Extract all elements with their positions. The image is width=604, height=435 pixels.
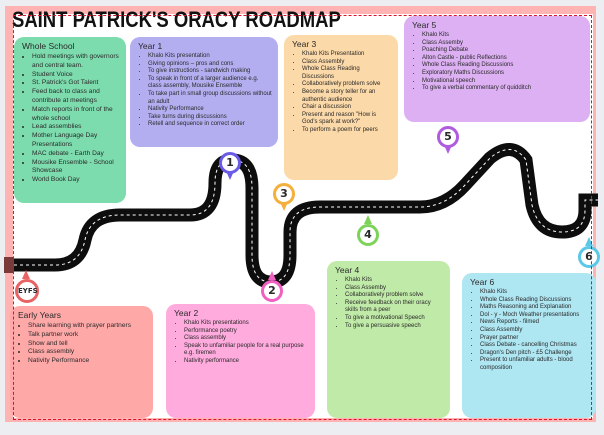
list-item: Match reports in front of the whole scho… bbox=[32, 106, 120, 124]
list-item: Exploratory Maths Discussions bbox=[422, 70, 584, 78]
list-item: Khalo Kits Presentation bbox=[302, 51, 392, 59]
list-item: Student Voice bbox=[32, 71, 120, 80]
list-item: To speak in front of a larger audience e… bbox=[148, 76, 272, 91]
section-list: Khalo Kits presentationsPerformance poet… bbox=[172, 320, 309, 366]
list-item: Nativity Performance bbox=[28, 357, 147, 366]
list-item: Talk partner work bbox=[28, 331, 147, 340]
list-item: To give a persuasive speech bbox=[345, 323, 444, 331]
list-item: Class Debate - cancelling Christmas bbox=[480, 342, 590, 350]
list-item: Motivational speech bbox=[422, 78, 584, 86]
pin-eyfs: EYFS bbox=[15, 270, 39, 303]
section-year4: Year 4 Khalo KitsClass AssembyCollaborati… bbox=[327, 261, 450, 418]
section-year1: Year 1 Khalo Kits presentationGiving opin… bbox=[130, 37, 278, 147]
pin-year6: 6 bbox=[578, 237, 600, 268]
section-title: Early Years bbox=[18, 310, 61, 320]
list-item: To give a motivational Speech bbox=[345, 315, 444, 323]
list-item: Maths Reasoning and Explanation bbox=[480, 304, 590, 312]
section-title: Year 5 bbox=[412, 20, 437, 30]
list-item: Collaboratively problem solve bbox=[345, 292, 444, 300]
list-item: Khalo Kits presentation bbox=[148, 53, 272, 61]
section-year2: Year 2 Khalo Kits presentationsPerformanc… bbox=[166, 304, 315, 418]
section-title: Whole School bbox=[22, 41, 75, 51]
section-whole-school: Whole SchoolHold meetings with governors… bbox=[14, 37, 126, 203]
list-item: Whole Class Reading Discussions bbox=[480, 297, 590, 305]
list-item: Take turns during discussions bbox=[148, 114, 272, 122]
list-item: Class Assembly bbox=[302, 59, 392, 67]
list-item: Khalo Kits presentations bbox=[184, 320, 309, 328]
list-item: To give a verbal commentary of quidditch bbox=[422, 85, 584, 93]
section-title: Year 6 bbox=[470, 277, 495, 287]
list-item: Class assembly bbox=[28, 348, 147, 357]
list-item: Performance poetry bbox=[184, 328, 309, 336]
section-list: Khalo Kits presentationGiving opinions –… bbox=[136, 53, 272, 129]
section-list: Hold meetings with governors and central… bbox=[20, 53, 120, 185]
list-item: Hold meetings with governors and central… bbox=[32, 53, 120, 71]
section-year3: Year 3 Khalo Kits PresentationClass Assem… bbox=[284, 35, 398, 180]
section-list: Khalo KitsWhole Class Reading Discussion… bbox=[468, 289, 590, 373]
list-item: Nativity Performance bbox=[148, 106, 272, 114]
list-item: Class Assemby bbox=[345, 285, 444, 293]
list-item: Retell and sequence in correct order bbox=[148, 121, 272, 129]
list-item: Show and tell bbox=[28, 340, 147, 349]
section-title: Year 3 bbox=[292, 39, 317, 49]
list-item: Giving opinions – pros and cons bbox=[148, 61, 272, 69]
pin-year4: 4 bbox=[357, 215, 379, 246]
list-item: Lead assemblies bbox=[32, 123, 120, 132]
list-item: Class Assembly bbox=[480, 327, 590, 335]
list-item: Dol - y - Moch Weather presentations bbox=[480, 312, 590, 320]
list-item: Khalo Kits bbox=[345, 277, 444, 285]
section-title: Year 4 bbox=[335, 265, 360, 275]
list-item: To take part in small group discussions … bbox=[148, 91, 272, 106]
pin-year5: 5 bbox=[437, 126, 459, 154]
list-item: Prayer partner bbox=[480, 335, 590, 343]
section-list: Khalo Kits PresentationClass AssemblyWho… bbox=[290, 51, 392, 135]
list-item: News Reports - filmed bbox=[480, 319, 590, 327]
list-item: Mother Language Day Presentations bbox=[32, 132, 120, 150]
list-item: Share learning with prayer partners bbox=[28, 322, 147, 331]
list-item: To perform a poem for peers bbox=[302, 127, 392, 135]
list-item: Class Assemby bbox=[422, 40, 584, 48]
road-start-marker bbox=[4, 257, 14, 273]
list-item: Mousike Ensemble - School Showcase bbox=[32, 159, 120, 177]
list-item: Whole Class Reading Discussions bbox=[302, 66, 392, 81]
section-list: Khalo KitsClass AssembyCollaboratively p… bbox=[333, 277, 444, 330]
list-item: Poaching Debate bbox=[422, 47, 584, 55]
list-item: Nativity performance bbox=[184, 358, 309, 366]
section-early-years: Early YearsShare learning with prayer pa… bbox=[10, 306, 153, 418]
list-item: Chair a discussion bbox=[302, 104, 392, 112]
pin-year2: 2 bbox=[261, 271, 283, 302]
list-item: MAC debate - Earth Day bbox=[32, 150, 120, 159]
list-item: Alton Castle - public Reflections bbox=[422, 55, 584, 63]
list-item: St. Patrick's Got Talent bbox=[32, 79, 120, 88]
list-item: Speak to unfamiliar people for a real pu… bbox=[184, 343, 309, 358]
section-title: Year 1 bbox=[138, 41, 163, 51]
list-item: Present and reason "How is God's spark a… bbox=[302, 112, 392, 127]
section-year5: Year 5 Khalo KitsClass AssembyPoaching De… bbox=[404, 16, 590, 122]
list-item: Collaboratively problem solve bbox=[302, 81, 392, 89]
list-item: To give instructions - sandwich making bbox=[148, 68, 272, 76]
list-item: Present to unfamiliar adults - blood com… bbox=[480, 357, 590, 372]
pin-year3: 3 bbox=[273, 183, 295, 211]
list-item: Class assembly bbox=[184, 335, 309, 343]
list-item: Receive feedback on their oracy skills f… bbox=[345, 300, 444, 315]
section-title: Year 2 bbox=[174, 308, 199, 318]
list-item: Become a story teller for an authentic a… bbox=[302, 89, 392, 104]
section-year6: Year 6 Khalo KitsWhole Class Reading Disc… bbox=[462, 273, 596, 418]
list-item: World Book Day bbox=[32, 176, 120, 185]
page-title: SAINT PATRICK'S ORACY ROADMAP bbox=[12, 7, 341, 32]
list-item: Whole Class Reading Discussions bbox=[422, 62, 584, 70]
list-item: Feed back to class and contribute at mee… bbox=[32, 88, 120, 106]
list-item: Khalo Kits bbox=[422, 32, 584, 40]
list-item: Khalo Kits bbox=[480, 289, 590, 297]
pin-year1: 1 bbox=[219, 152, 241, 180]
list-item: Dragon's Den pitch - £5 Challenge bbox=[480, 350, 590, 358]
section-list: Khalo KitsClass AssembyPoaching DebateAl… bbox=[410, 32, 584, 93]
section-list: Share learning with prayer partnersTalk … bbox=[16, 322, 147, 366]
